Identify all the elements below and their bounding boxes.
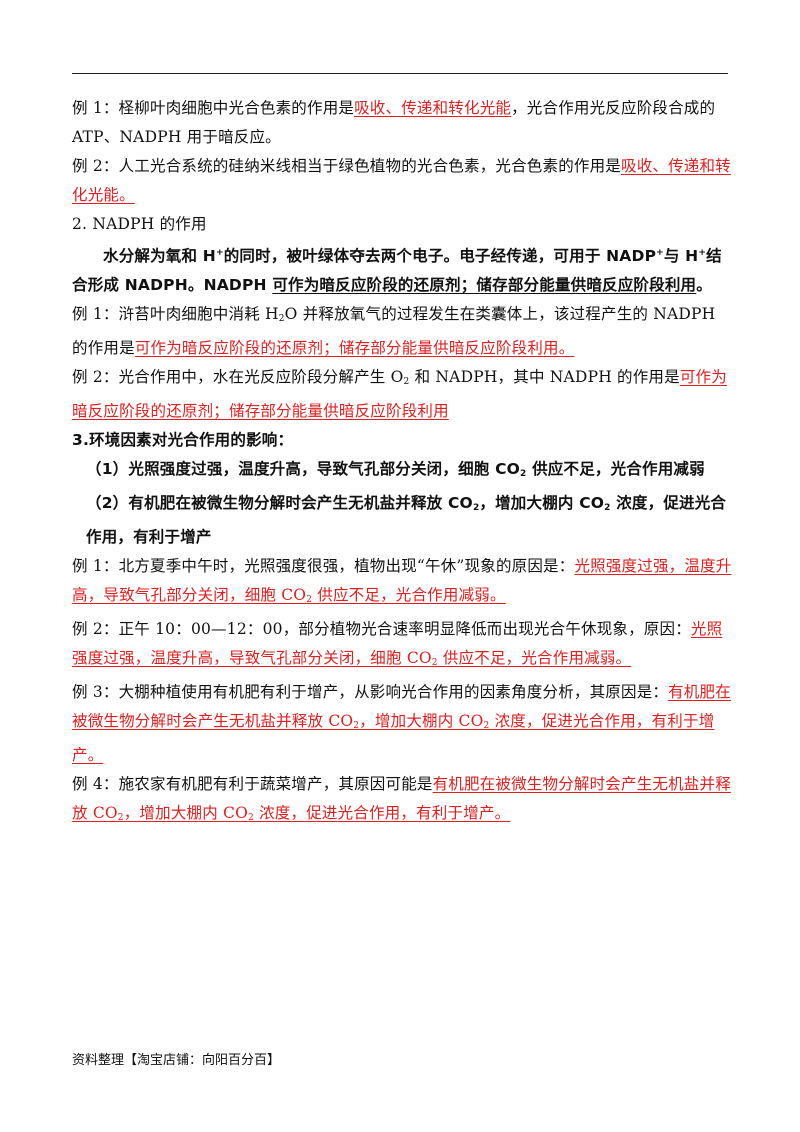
key-text: 与 H (663, 247, 699, 265)
subscript: 2 (278, 314, 285, 324)
answer-part: 浓度，促进光合作用，有利于增产。 (72, 712, 715, 764)
answer-part: 光照强度过强，温度升高，导致气孔部分关闭，细胞 CO (72, 620, 723, 667)
sec2-example-1: 例 1：浒苔叶肉细胞中消耗 H2O 并释放氧气的过程发生在类囊体上，该过程产生的… (72, 300, 732, 363)
example-text: 例 2：正午 10：00—12：00，部分植物光合速率明显降低而出现光合午休现象… (72, 620, 691, 638)
key-text: ，增加大棚内 CO (479, 494, 605, 512)
example-text: 例 2：人工光合系统的硅纳米线相当于绿色植物的光合色素，光合色素的作用是 (72, 157, 621, 175)
key-text: 浓度，促进光合作用，有利于增产 (86, 494, 727, 546)
superscript: + (698, 248, 707, 258)
sec2-key-point: 水分解为氧和 H+的同时，被叶绿体夺去两个电子。电子经传递，可用于 NADP+与… (72, 239, 732, 300)
answer-part: 有机肥在被微生物分解时会产生无机盐并释放 CO (72, 683, 731, 730)
subscript: 2 (604, 503, 611, 513)
answer-text: 有机肥在被微生物分解时会产生无机盐并释放 CO2，增加大棚内 CO2 浓度，促进… (72, 775, 731, 823)
example-text: 例 3：大棚种植使用有机肥有利于增产，从影响光合作用的因素角度分析，其原因是： (72, 683, 669, 701)
answer-text: 吸收、传递和转化光能 (354, 99, 512, 117)
sec2-example-2: 例 2：光合作用中，水在光反应阶段分解产生 O2 和 NADPH，其中 NADP… (72, 363, 732, 426)
sec3-example-4: 例 4：施农家有机肥有利于蔬菜增产，其原因可能是有机肥在被微生物分解时会产生无机… (72, 770, 732, 833)
answer-text: 吸收、传递和转化光能。 (72, 157, 731, 204)
key-text: 水分解为氧和 H (103, 247, 216, 265)
answer-part: 浓度，促进光合作用，有利于增产。 (253, 804, 511, 822)
subscript: 2 (472, 503, 480, 513)
answer-part: 光照强度过强，温度升高，导致气孔部分关闭，细胞 CO (72, 557, 732, 604)
key-text: 供应不足，光合作用减弱 (526, 460, 705, 478)
sec3-example-1: 例 1：北方夏季中午时，光照强度很强，植物出现“午休”现象的原因是：光照强度过强… (72, 552, 732, 615)
answer-text: 有机肥在被微生物分解时会产生无机盐并释放 CO2，增加大棚内 CO2 浓度，促进… (72, 683, 731, 764)
answer-part: 供应不足，光合作用减弱。 (437, 649, 632, 667)
example-text: ，光合作用光反应阶段合成的 ATP、NADPH 用于暗反应。 (72, 99, 716, 146)
example-text: 例 2：光合作用中，水在光反应阶段分解产生 O (72, 368, 404, 386)
example-text: 和 NADPH，其中 NADPH 的作用是 (409, 368, 680, 386)
sec1-example-2: 例 2：人工光合系统的硅纳米线相当于绿色植物的光合色素，光合色素的作用是吸收、传… (72, 152, 732, 210)
header-rule (72, 73, 728, 74)
subscript: 2 (353, 721, 360, 731)
key-text: （1）光照强度过强，温度升高，导致气孔部分关闭，细胞 CO (86, 460, 521, 478)
sec3-point-2: （2）有机肥在被微生物分解时会产生无机盐并释放 CO2，增加大棚内 CO2 浓度… (72, 489, 732, 552)
example-text: 例 1：柽柳叶肉细胞中光合色素的作用是 (72, 99, 355, 117)
key-text: （2）有机肥在被微生物分解时会产生无机盐并释放 CO (86, 494, 473, 512)
answer-part: 有机肥在被微生物分解时会产生无机盐并释放 CO (72, 775, 731, 822)
sec1-example-1: 例 1：柽柳叶肉细胞中光合色素的作用是吸收、传递和转化光能，光合作用光反应阶段合… (72, 94, 732, 152)
example-text: 例 4：施农家有机肥有利于蔬菜增产，其原因可能是 (72, 775, 433, 793)
page-footer: 资料整理【淘宝店铺：向阳百分百】 (72, 1053, 281, 1068)
sec3-example-3: 例 3：大棚种植使用有机肥有利于增产，从影响光合作用的因素角度分析，其原因是：有… (72, 678, 732, 770)
document-body: 例 1：柽柳叶肉细胞中光合色素的作用是吸收、传递和转化光能，光合作用光反应阶段合… (72, 94, 732, 833)
subscript: 2 (248, 813, 254, 823)
sec3-heading: 3.环境因素对光合作用的影响： (72, 431, 294, 449)
example-text: 例 1：浒苔叶肉细胞中消耗 H (72, 305, 279, 323)
subscript: 2 (431, 658, 438, 668)
sec3-point-1: （1）光照强度过强，温度升高，导致气孔部分关闭，细胞 CO2 供应不足，光合作用… (72, 455, 732, 489)
example-text: O 并释放氧气的过程发生在类囊体上，该过程产生的 NADPH 的作用是 (72, 305, 716, 357)
subscript: 2 (483, 721, 490, 731)
answer-part: ，增加大棚内 CO (123, 804, 249, 822)
sec3-example-2: 例 2：正午 10：00—12：00，部分植物光合速率明显降低而出现光合午休现象… (72, 615, 732, 678)
key-text: 结合形成 NADPH。NADPH (72, 247, 722, 294)
superscript: + (656, 248, 664, 258)
subscript: 2 (117, 813, 124, 823)
key-text: 的同时，被叶绿体夺去两个电子。电子经传递，可用于 NADP (223, 247, 657, 265)
subscript: 2 (306, 595, 313, 605)
answer-part: ，增加大棚内 CO (359, 712, 484, 730)
key-underlined-text: 可作为暗反应阶段的还原剂；储存部分能量供暗反应阶段利用 (272, 276, 697, 294)
superscript: + (215, 248, 224, 258)
subscript: 2 (403, 377, 410, 387)
answer-part: 供应不足，光合作用减弱。 (312, 586, 506, 604)
answer-text: 光照强度过强，温度升高，导致气孔部分关闭，细胞 CO2 供应不足，光合作用减弱。 (72, 620, 723, 668)
answer-text: 可作为暗反应阶段的还原剂；储存部分能量供暗反应阶段利用。 (134, 339, 575, 357)
sec2-heading: 2. NADPH 的作用 (72, 215, 207, 233)
subscript: 2 (520, 469, 527, 479)
example-text: 例 1：北方夏季中午时，光照强度很强，植物出现“午休”现象的原因是： (72, 557, 575, 575)
answer-text: 光照强度过强，温度升高，导致气孔部分关闭，细胞 CO2 供应不足，光合作用减弱。 (72, 557, 732, 605)
answer-text: 可作为暗反应阶段的还原剂；储存部分能量供暗反应阶段利用 (72, 368, 727, 420)
key-text: 。 (696, 276, 712, 294)
